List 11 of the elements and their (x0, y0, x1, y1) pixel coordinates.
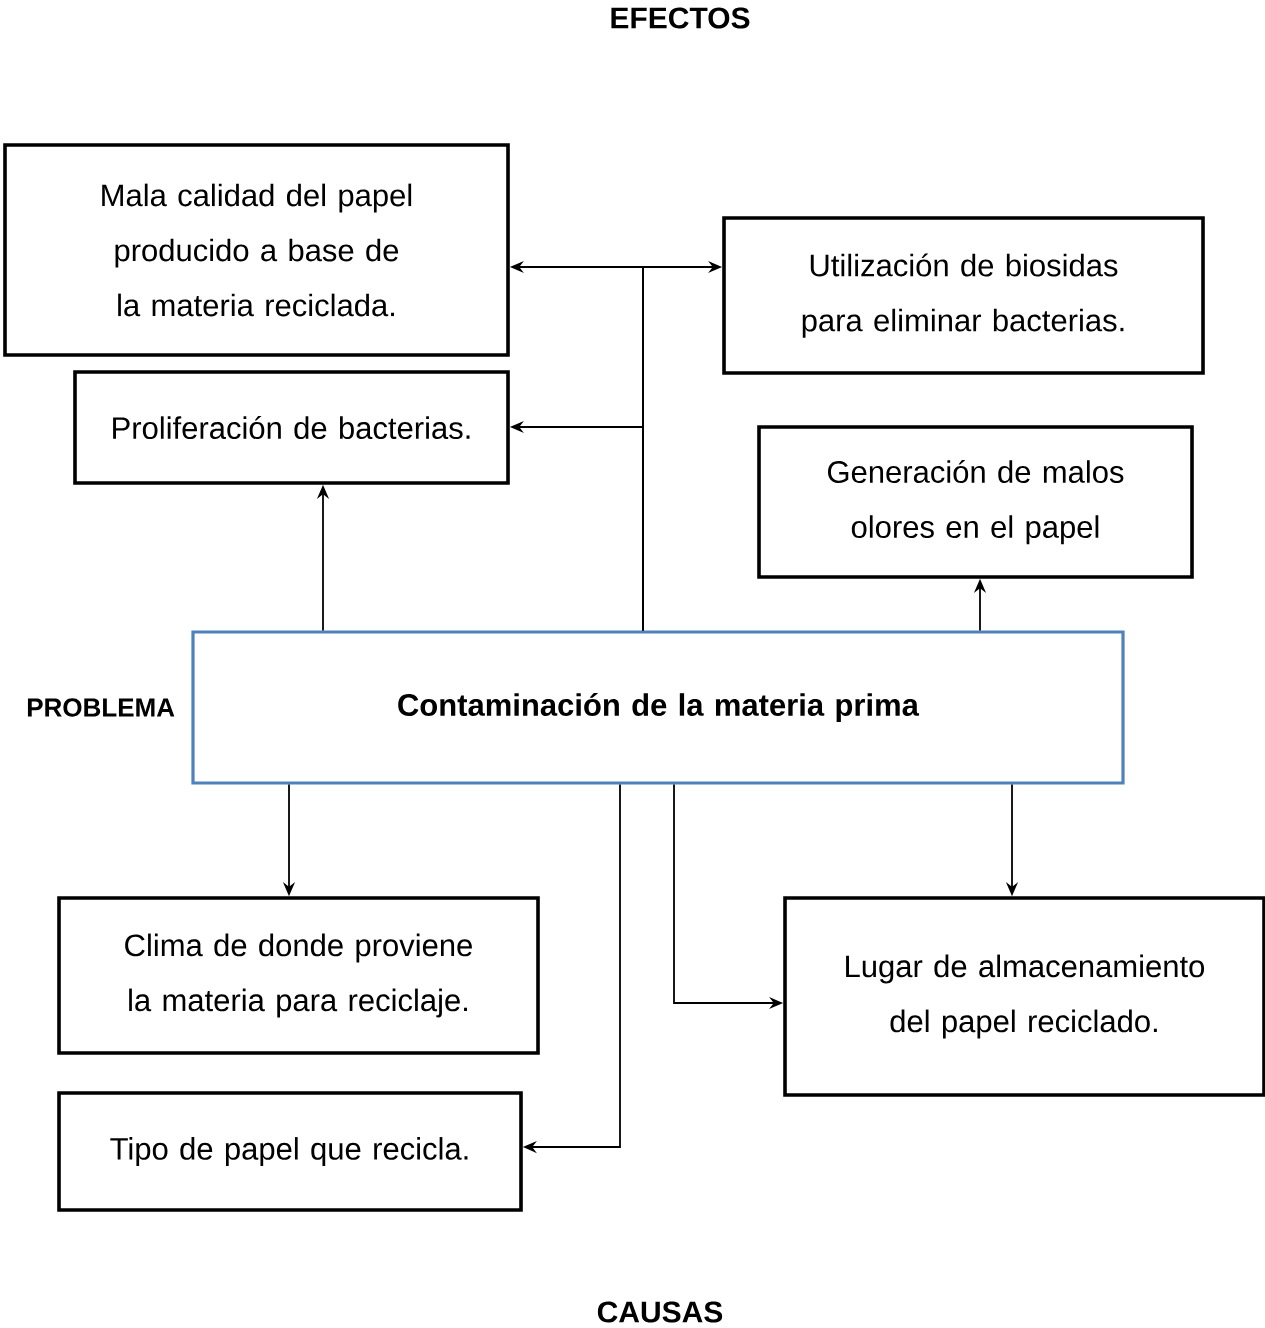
side-label: PROBLEMA (27, 698, 175, 717)
effect-box: Utilización de biosidas para eliminar bacterias. (722, 216, 1205, 375)
effect-box: Proliferación de bacterias. (73, 370, 510, 485)
problem-box: Contaminación de la materia prima (191, 630, 1125, 785)
cause-box: Tipo de papel que recicla. (57, 1091, 523, 1212)
effect-box: Generación de malos olores en el papel (757, 425, 1194, 579)
cause-box: Clima de donde proviene la materia para reciclaje. (57, 896, 540, 1055)
effect-box: Mala calidad del papel producido a base de la materia reciclada. (3, 143, 510, 357)
title-heading: CAUSAS (597, 1301, 723, 1323)
title-heading: EFECTOS (611, 7, 750, 29)
cause-box: Lugar de almacenamiento del papel reciclado. (783, 896, 1265, 1097)
